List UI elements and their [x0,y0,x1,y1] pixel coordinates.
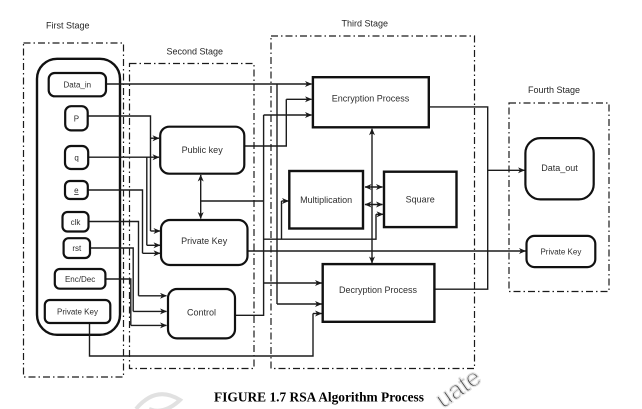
svg-text:First Stage: First Stage [46,21,90,31]
svg-text:uate: uate [430,363,486,409]
svg-text:Private Key: Private Key [540,248,581,257]
svg-text:FIGURE 1.7 RSA Algorithm Proce: FIGURE 1.7 RSA Algorithm Process [214,390,424,405]
svg-text:Multiplication: Multiplication [300,195,352,205]
svg-text:Square: Square [406,195,435,205]
svg-text:P: P [74,115,79,124]
svg-text:clk: clk [71,218,82,227]
svg-text:Third Stage: Third Stage [342,19,389,29]
svg-text:Data_out: Data_out [541,163,578,173]
svg-text:e: e [74,186,79,195]
svg-text:Second Stage: Second Stage [167,47,224,57]
svg-text:Private Key: Private Key [57,308,98,317]
svg-text:Private Key: Private Key [181,236,228,246]
svg-text:Control: Control [187,308,216,318]
svg-text:rst: rst [72,244,82,253]
svg-text:q: q [74,154,78,163]
svg-text:Fourth Stage: Fourth Stage [528,85,580,95]
svg-text:Encryption Process: Encryption Process [332,94,410,104]
svg-text:Public key: Public key [182,145,224,155]
svg-text:Data_in: Data_in [64,81,92,90]
svg-text:Decryption Process: Decryption Process [339,285,418,295]
svg-text:Enc/Dec: Enc/Dec [65,275,95,284]
